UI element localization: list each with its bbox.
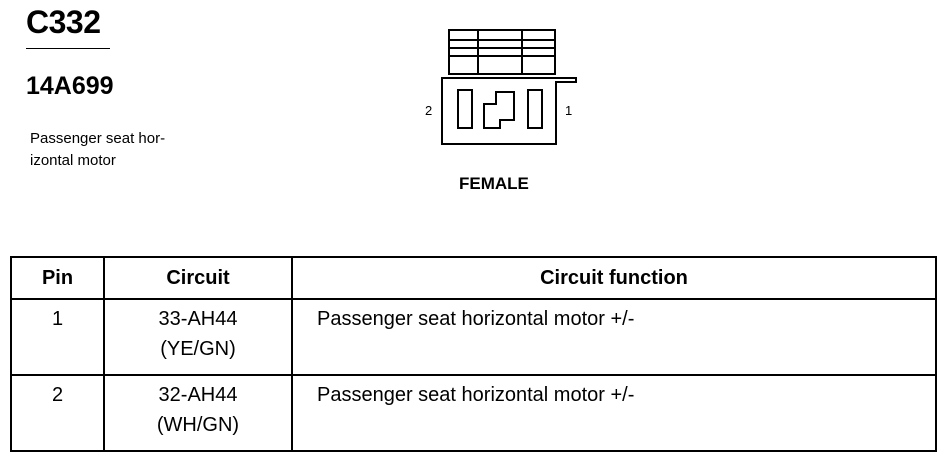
circuit-cell: 33-AH44 (YE/GN) (103, 298, 293, 376)
pin-label-2: 2 (425, 103, 432, 118)
pin-cell: 2 (10, 374, 105, 452)
header-pin: Pin (10, 256, 105, 300)
description-line: izontal motor (30, 152, 116, 169)
connector-id: C332 (26, 4, 101, 40)
connector-description: Passenger seat hor- izontal motor (30, 128, 220, 172)
pin-cavity-2 (457, 89, 473, 129)
table-header-row: Pin Circuit Circuit function (10, 256, 937, 300)
description-line: Passenger seat hor- (30, 130, 166, 147)
circuit-number: 32-AH44 (158, 384, 238, 406)
pin-cell: 1 (10, 298, 105, 376)
pin-cavity-1 (527, 89, 543, 129)
table-row: 2 32-AH44 (WH/GN) Passenger seat horizon… (10, 374, 937, 452)
circuit-cell: 32-AH44 (WH/GN) (103, 374, 293, 452)
connector-face-diagram: 2 1 (425, 29, 577, 145)
header-circuit: Circuit (103, 256, 293, 300)
connector-gender-label: FEMALE (459, 174, 529, 193)
polarizing-key (483, 91, 515, 129)
connector-shroud (448, 29, 556, 75)
connector-id-underline (26, 48, 110, 49)
pin-label-1: 1 (565, 103, 572, 118)
part-number: 14A699 (26, 72, 114, 100)
circuit-number: 33-AH44 (158, 308, 238, 330)
header-circuit-function: Circuit function (291, 256, 937, 300)
circuit-color: (WH/GN) (156, 414, 240, 436)
connector-body (441, 77, 577, 145)
circuit-function-cell: Passenger seat horizontal motor +/- (291, 374, 937, 452)
circuit-color: (YE/GN) (160, 338, 236, 360)
table-row: 1 33-AH44 (YE/GN) Passenger seat horizon… (10, 298, 937, 376)
circuit-function-cell: Passenger seat horizontal motor +/- (291, 298, 937, 376)
pin-table: Pin Circuit Circuit function 1 33-AH44 (… (10, 256, 937, 452)
